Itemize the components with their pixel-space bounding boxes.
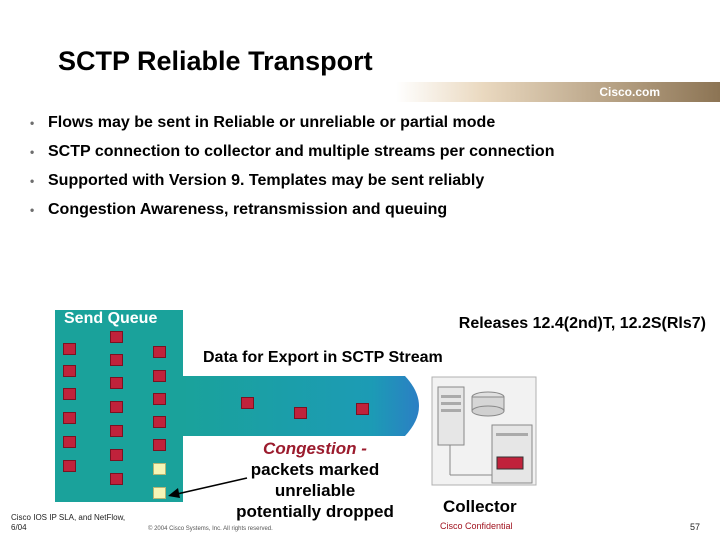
bullet-text: Congestion Awareness, retransmission and…	[48, 201, 448, 218]
queue-packet	[110, 401, 123, 413]
bullet-text: Supported with Version 9. Templates may …	[48, 172, 485, 189]
queue-packet	[63, 460, 76, 472]
bullet-text: Flows may be sent in Reliable or unrelia…	[48, 114, 496, 131]
queue-packet	[153, 393, 166, 405]
pointer-arrow-icon	[168, 477, 248, 498]
stream-packet	[241, 397, 254, 409]
footer-confidential: Cisco Confidential	[440, 521, 513, 531]
queue-packet	[110, 449, 123, 461]
congestion-title: Congestion -	[263, 439, 367, 458]
header-bar	[0, 82, 720, 102]
queue-packet	[110, 425, 123, 437]
bullet-icon: •	[30, 116, 35, 130]
footer-course-title: Cisco IOS IP SLA, and NetFlow, 6/04	[11, 513, 126, 532]
queue-packet	[153, 370, 166, 382]
queue-packet	[110, 473, 123, 485]
stream-packet	[294, 407, 307, 419]
collector-label: Collector	[443, 497, 517, 516]
bullet-item: • Flows may be sent in Reliable or unreli…	[30, 113, 554, 142]
queue-packet	[110, 354, 123, 366]
footer-copyright: © 2004 Cisco Systems, Inc. All rights re…	[148, 526, 273, 532]
bullet-text: SCTP connection to collector and multipl…	[48, 143, 555, 160]
bullet-list: • Flows may be sent in Reliable or unreli…	[30, 113, 554, 229]
dropped-packet	[153, 487, 166, 499]
queue-packet	[153, 416, 166, 428]
page-number: 57	[689, 522, 700, 532]
send-queue-label: Send Queue	[64, 310, 158, 327]
bullet-icon: •	[30, 145, 35, 159]
queue-packet	[153, 346, 166, 358]
congestion-note: Congestion - packets marked unreliable p…	[229, 438, 401, 522]
queue-packet	[63, 343, 76, 355]
congestion-line: potentially dropped	[236, 502, 394, 521]
queue-packet	[110, 377, 123, 389]
queue-packet	[63, 412, 76, 424]
dropped-packet	[153, 463, 166, 475]
bullet-icon: •	[30, 203, 35, 217]
queue-packet	[153, 439, 166, 451]
sctp-stream-arrow-icon	[183, 376, 419, 436]
queue-packet	[63, 365, 76, 377]
slide-title: SCTP Reliable Transport	[58, 46, 373, 76]
queue-packet	[63, 388, 76, 400]
releases-label: Releases 12.4(2nd)T, 12.2S(Rls7)	[458, 315, 706, 332]
queue-packet	[110, 331, 123, 343]
queue-packet	[63, 436, 76, 448]
bullet-item: • Supported with Version 9. Templates may…	[30, 171, 554, 200]
bullet-item: • Congestion Awareness, retransmission an…	[30, 200, 554, 229]
congestion-line: unreliable	[274, 481, 356, 500]
stream-packet	[356, 403, 369, 415]
brand-link[interactable]: Cisco.com	[599, 85, 660, 99]
collector-server-icon	[431, 376, 537, 486]
stream-label: Data for Export in SCTP Stream	[203, 349, 443, 366]
bullet-item: • SCTP connection to collector and multip…	[30, 142, 554, 171]
bullet-icon: •	[30, 174, 35, 188]
congestion-line: packets marked	[250, 460, 380, 479]
